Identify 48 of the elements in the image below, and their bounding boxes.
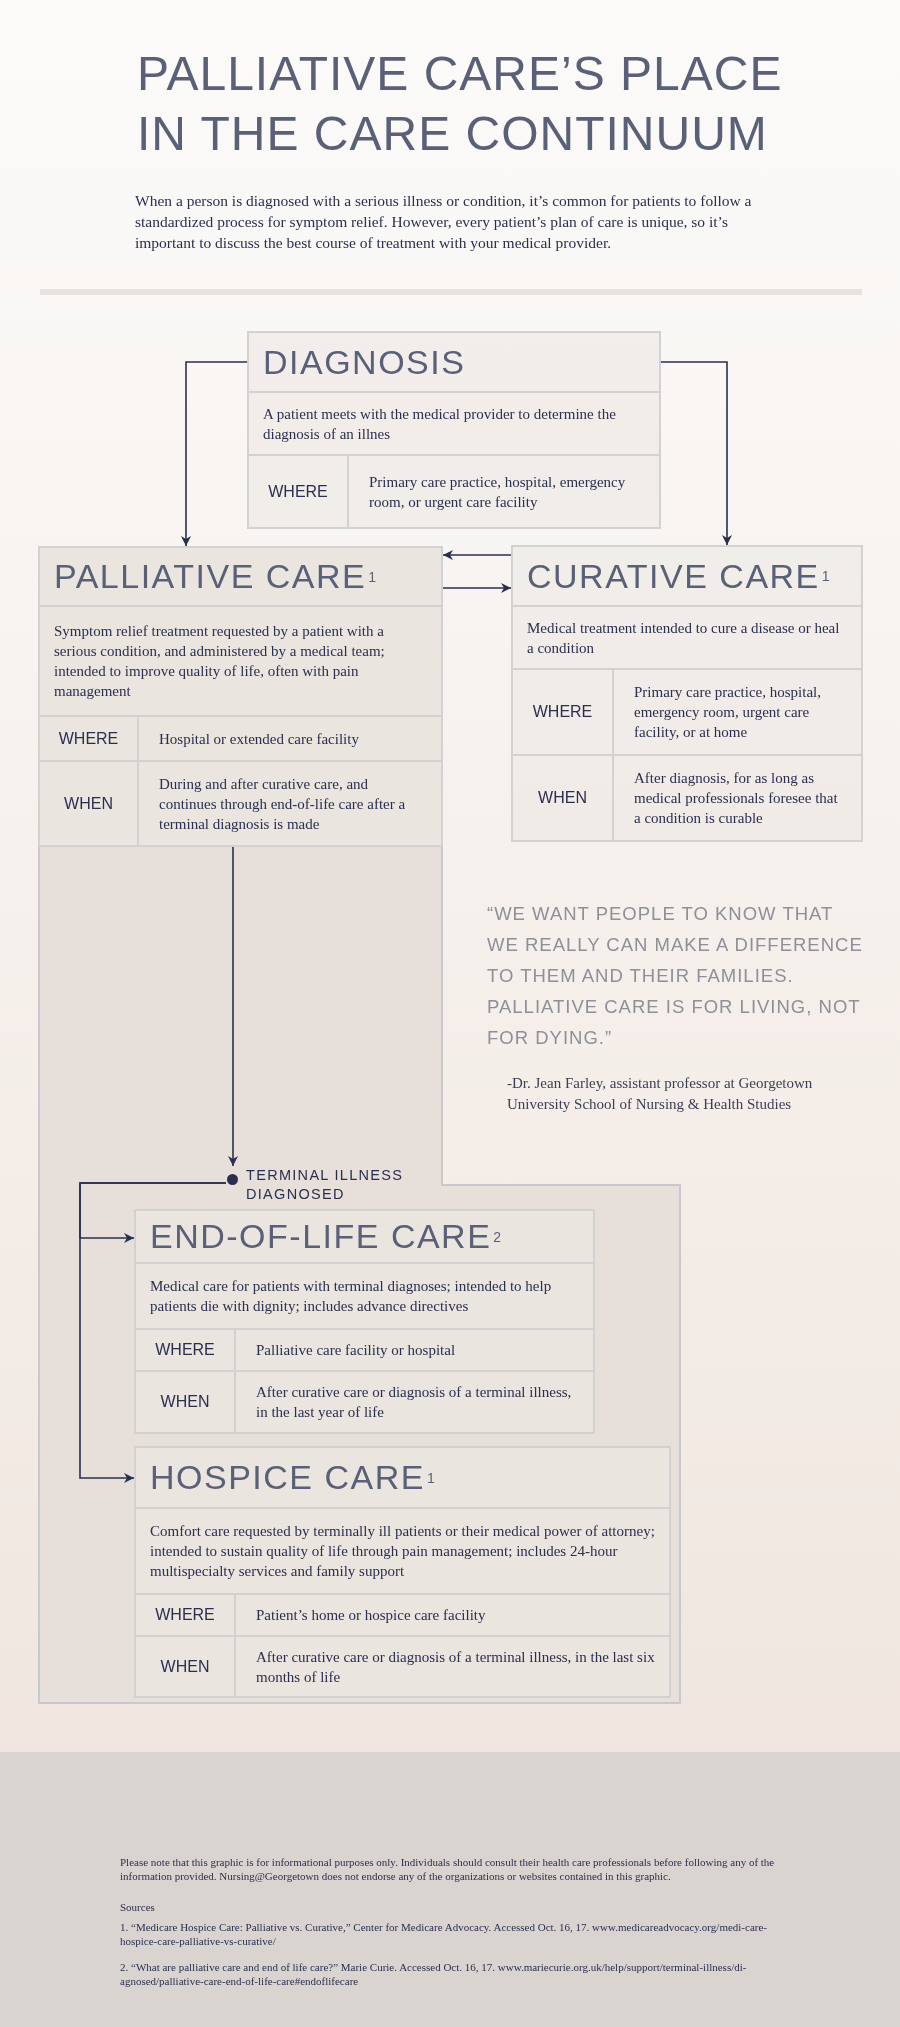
arrow bbox=[442, 550, 512, 560]
info-table bbox=[38, 546, 443, 847]
row-text: Hospital or extended care facility bbox=[158, 729, 360, 749]
milestone-label: TERMINAL ILLNESS DIAGNOSED bbox=[226, 1166, 416, 1204]
quote-attribution: -Dr. Jean Farley, assistant professor at Georgetown University School of Nursing & Health Studies bbox=[507, 1074, 814, 1114]
description-text: Symptom relief treatment requested by a patient with a serious condition, and administered by a medical team; intended to improve quality of life, often with pain management bbox=[53, 622, 386, 701]
card-heading: DIAGNOSIS bbox=[262, 341, 467, 383]
arrow bbox=[228, 846, 238, 1167]
row-text: After diagnosis, for as long as medical professionals foresee that a condition is curable bbox=[633, 769, 839, 828]
row-label: WHEN bbox=[136, 1372, 236, 1432]
card-heading: HOSPICE CARE$^{1}$ bbox=[149, 1457, 438, 1498]
card-heading: END-OF-LIFE CARE$^{2}$ bbox=[149, 1216, 504, 1257]
sources-heading: Sources bbox=[120, 1900, 156, 1914]
row-label: WHERE bbox=[513, 670, 614, 754]
row-label: WHERE bbox=[249, 456, 349, 527]
row-text: Primary care practice, hospital, emergency room, or urgent care facility bbox=[368, 472, 627, 512]
description-text: A patient meets with the medical provider to determine the diagnosis of an illnes bbox=[262, 404, 617, 444]
row-text: After curative care or diagnosis of a terminal illness, in the last six months of life bbox=[255, 1647, 656, 1687]
row-label: WHERE bbox=[40, 717, 139, 760]
row-label: WHERE bbox=[136, 1330, 236, 1370]
row-label: WHEN bbox=[40, 762, 139, 845]
row-text: After curative care or diagnosis of a terminal illness, in the last year of life bbox=[255, 1383, 573, 1422]
intro-paragraph: When a person is diagnosed with a serious illness or condition, it’s common for patients to follow a standardized process for symptom relief. However, every patient’s plan of care is unique, so it’s important to discuss the best course of treatment with your medical provider. bbox=[135, 191, 753, 253]
row-text: Palliative care facility or hospital bbox=[255, 1341, 457, 1360]
card-heading: PALLIATIVE CARE$^{1}$ bbox=[53, 556, 379, 597]
arrow bbox=[442, 583, 512, 593]
description-text: Comfort care requested by terminally ill patients or their medical power of attorney; intended to sustain quality of life through pain management; includes 24-hour multispecialty services and family support bbox=[149, 1522, 656, 1581]
row-label: WHERE bbox=[136, 1595, 236, 1635]
arrow bbox=[660, 361, 732, 546]
arrow bbox=[79, 1182, 227, 1483]
info-table bbox=[134, 1209, 595, 1434]
row-text: During and after curative care, and continues through end-of-life care after a terminal diagnosis is made bbox=[158, 774, 407, 834]
title: PALLIATIVE CARE’S PLACE IN THE CARE CONTINUUM bbox=[137, 46, 784, 162]
source-citation: 2. “What are palliative care and end of life care?” Marie Curie. Accessed Oct. 16, 17. www.mariecurie.org.uk/help/support/terminal-illness/di-agnosed/palliative-care-end-of-life-care#endoflifecare bbox=[120, 1960, 748, 1988]
info-table bbox=[511, 545, 863, 842]
pull-quote: “WE WANT PEOPLE TO KNOW THAT WE REALLY CAN MAKE A DIFFERENCE TO THEM AND THEIR FAMILIES. PALLIATIVE CARE IS FOR LIVING, NOT FOR DYING.” bbox=[487, 902, 864, 1050]
info-table bbox=[247, 331, 661, 529]
row-label: WHEN bbox=[136, 1637, 236, 1696]
arrow bbox=[181, 361, 248, 547]
card-heading: CURATIVE CARE$^{1}$ bbox=[526, 555, 833, 597]
row-text: Patient’s home or hospice care facility bbox=[255, 1606, 487, 1625]
description-text: Medical treatment intended to cure a disease or heal a condition bbox=[526, 618, 841, 658]
info-table bbox=[134, 1446, 671, 1698]
description-text: Medical care for patients with terminal diagnoses; intended to help patients die with dignity; includes advance directives bbox=[149, 1277, 553, 1316]
row-text: Primary care practice, hospital, emergency room, urgent care facility, or at home bbox=[633, 683, 822, 742]
source-citation: 1. “Medicare Hospice Care: Palliative vs. Curative,” Center for Medicare Advocacy. Accessed Oct. 16, 17. www.medicareadvocacy.org/medi-care-hospice-care-palliative-vs-curative/ bbox=[120, 1920, 768, 1948]
disclaimer-text: Please note that this graphic is for informational purposes only. Individuals should consult their health care professionals before following any of the information provided. Nursing@Georgetown does not endorse any of the organizations or websites contained in this graphic. bbox=[120, 1855, 776, 1883]
row-label: WHEN bbox=[513, 756, 614, 840]
